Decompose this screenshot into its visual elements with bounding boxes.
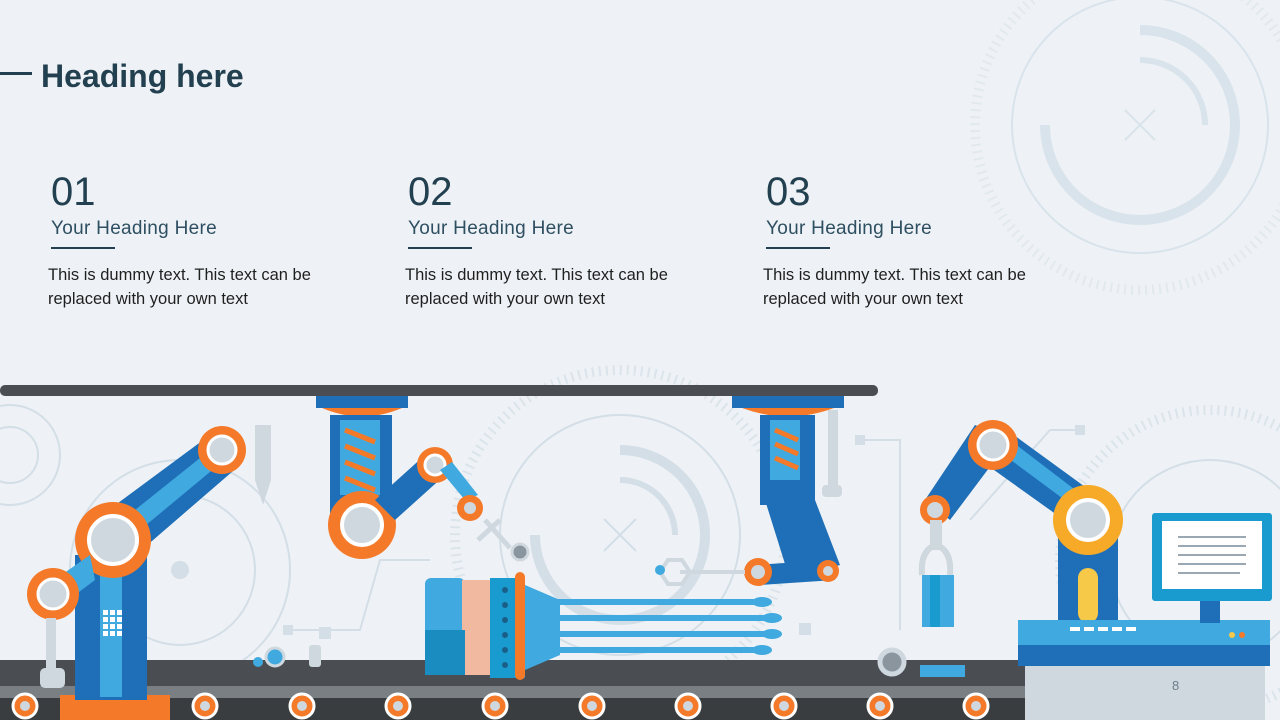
robot-arm-icon [27, 425, 321, 720]
content-item-3: 03 Your Heading Here This is dummy text.… [763, 170, 1083, 311]
item-text: This is dummy text. This text can be rep… [763, 266, 1026, 308]
item-underline [408, 247, 472, 249]
page-number: 8 [1172, 678, 1180, 693]
page-title: Heading here [41, 58, 244, 94]
item-heading: Your Heading Here [51, 218, 218, 239]
item-text: This is dummy text. This text can be rep… [405, 266, 668, 308]
item-text: This is dummy text. This text can be rep… [48, 266, 311, 308]
overhead-rail [0, 385, 878, 396]
robot-arm-icon [877, 420, 1123, 677]
content-item-1: 01 Your Heading Here This is dummy text.… [48, 170, 368, 311]
item-heading: Your Heading Here [408, 218, 575, 239]
item-heading: Your Heading Here [766, 218, 933, 239]
monitor-icon [1018, 513, 1272, 720]
robot-arm-icon [655, 396, 844, 586]
item-number: 02 [408, 170, 453, 214]
item-underline [766, 247, 830, 249]
robot-arm-icon [316, 396, 530, 562]
item-number: 01 [51, 170, 96, 214]
item-number: 03 [766, 170, 811, 214]
item-underline [51, 247, 115, 249]
gear-icon [970, 0, 1280, 295]
engine-part [425, 572, 782, 680]
conveyor-belt-icon [0, 660, 1030, 720]
title-accent-line [0, 72, 32, 75]
content-item-2: 02 Your Heading Here This is dummy text.… [405, 170, 725, 311]
